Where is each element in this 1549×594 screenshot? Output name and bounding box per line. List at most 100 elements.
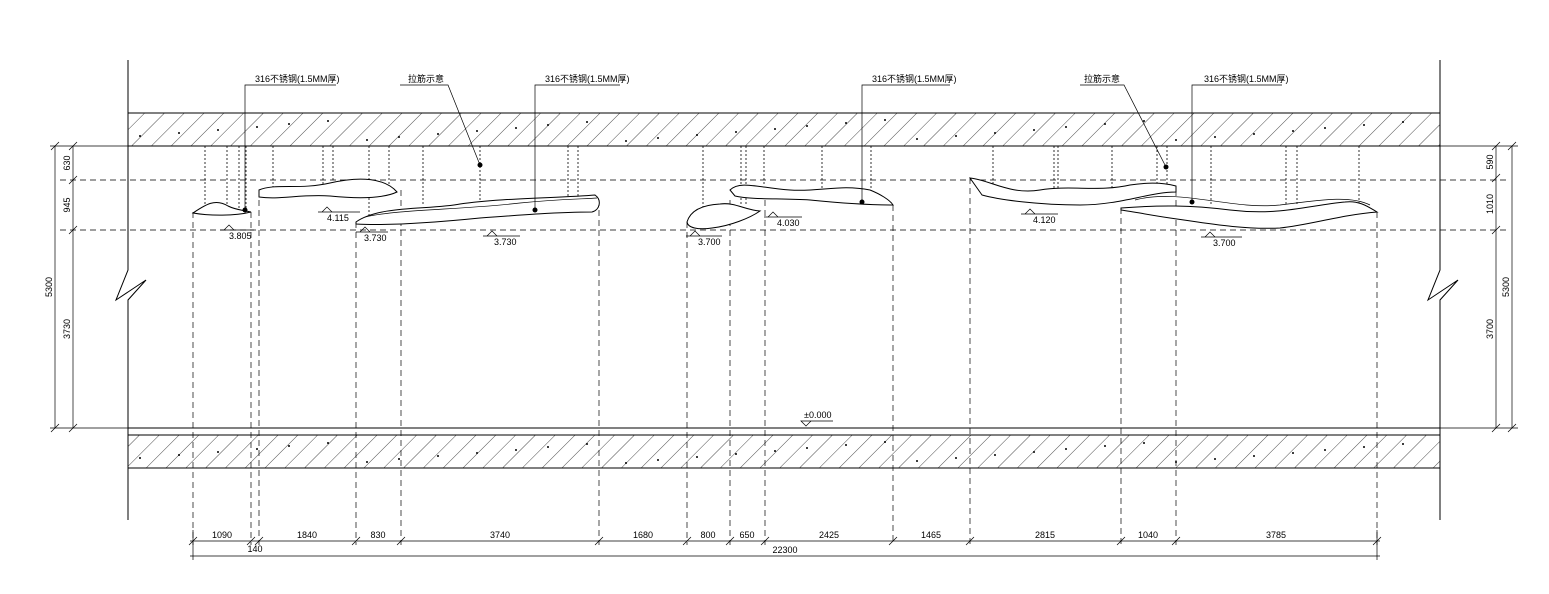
callout-label-6: 316不锈钢(1.5MM厚) xyxy=(1204,73,1289,84)
elevation-marker: 3.805 xyxy=(220,224,254,241)
aggregate-dot xyxy=(1402,443,1404,445)
aggregate-dot xyxy=(774,128,776,130)
aggregate-dot xyxy=(1065,126,1067,128)
left-dim-945: 945 xyxy=(62,197,72,212)
aggregate-dot xyxy=(256,126,258,128)
aggregate-dot xyxy=(657,137,659,139)
walls xyxy=(114,60,1459,520)
aggregate-dot xyxy=(256,448,258,450)
right-dim-1010: 1010 xyxy=(1485,194,1495,214)
dim-1040: 1040 xyxy=(1138,530,1158,540)
aggregate-dot xyxy=(1033,129,1035,131)
aggregate-dot xyxy=(217,129,219,131)
elevation-marker: 3.730 xyxy=(483,230,520,247)
aggregate-dot xyxy=(366,139,368,141)
aggregate-dot xyxy=(1143,120,1145,122)
dim-830: 830 xyxy=(370,530,385,540)
dimension-tick xyxy=(594,536,604,546)
aggregate-dot xyxy=(288,445,290,447)
aggregate-dot xyxy=(845,122,847,124)
dimension-tick xyxy=(965,536,975,546)
wave-panels xyxy=(191,177,1379,230)
dimension-tick xyxy=(888,536,898,546)
aggregate-dot xyxy=(1214,458,1216,460)
dim-800: 800 xyxy=(700,530,715,540)
aggregate-dot xyxy=(1363,124,1365,126)
aggregate-dot xyxy=(437,133,439,135)
aggregate-dot xyxy=(515,449,517,451)
dimension-tick xyxy=(396,536,406,546)
elevation-marker: 4.120 xyxy=(1021,208,1058,225)
floor-level-label: ±0.000 xyxy=(804,410,831,420)
elevation-label: 3.700 xyxy=(698,237,721,247)
dimension-tick xyxy=(760,536,770,546)
aggregate-dot xyxy=(1363,446,1365,448)
aggregate-dot xyxy=(1324,127,1326,129)
elevation-marker: 3.700 xyxy=(686,230,722,247)
aggregate-dot xyxy=(366,461,368,463)
aggregate-dot xyxy=(625,140,627,142)
aggregate-dot xyxy=(178,132,180,134)
aggregate-dot xyxy=(476,452,478,454)
left-dim-3730: 3730 xyxy=(62,319,72,339)
dimension-tick xyxy=(682,536,692,546)
callouts: 316不锈钢(1.5MM厚) 拉筋示意 316不锈钢(1.5MM厚) 316不锈… xyxy=(242,73,1289,213)
aggregate-dot xyxy=(1065,448,1067,450)
floor-slab xyxy=(127,427,1441,469)
aggregate-dot xyxy=(884,441,886,443)
elevation-markers: 3.805 4.115 3.730 3.730 3.700 4.030 4.12… xyxy=(220,206,1242,427)
aggregate-dot xyxy=(476,130,478,132)
elevation-label: 4.030 xyxy=(777,218,800,228)
aggregate-dot xyxy=(806,125,808,127)
aggregate-dot xyxy=(327,120,329,122)
dimension-tick xyxy=(351,536,361,546)
callout-dot xyxy=(1189,199,1195,205)
callout-label-1: 316不锈钢(1.5MM厚) xyxy=(255,73,340,84)
right-dim-5300: 5300 xyxy=(1501,277,1511,297)
dim-650: 650 xyxy=(739,530,754,540)
callout-dot xyxy=(859,199,865,205)
dimension-tick xyxy=(725,536,735,546)
aggregate-dot xyxy=(327,442,329,444)
callout-label-4: 316不锈钢(1.5MM厚) xyxy=(872,73,957,84)
dim-3740: 3740 xyxy=(490,530,510,540)
aggregate-dot xyxy=(845,444,847,446)
dimension-tick xyxy=(188,536,198,546)
aggregate-dot xyxy=(586,121,588,123)
aggregate-dot xyxy=(398,458,400,460)
aggregate-dot xyxy=(916,138,918,140)
aggregate-dot xyxy=(1324,449,1326,451)
elevation-label: 3.730 xyxy=(364,233,387,243)
aggregate-dot xyxy=(735,453,737,455)
elevation-marker: 4.115 xyxy=(318,206,360,223)
left-dimensions: 630 945 5300 3730 xyxy=(44,141,128,433)
aggregate-dot xyxy=(1292,130,1294,132)
aggregate-dot xyxy=(398,136,400,138)
aggregate-dot xyxy=(515,127,517,129)
callout-label-2: 拉筋示意 xyxy=(408,73,444,84)
aggregate-dot xyxy=(547,446,549,448)
aggregate-dot xyxy=(1402,121,1404,123)
aggregate-dot xyxy=(994,132,996,134)
elevation-label: 4.120 xyxy=(1033,215,1056,225)
aggregate-dot xyxy=(139,135,141,137)
dim-1090: 1090 xyxy=(212,530,232,540)
dimension-tick xyxy=(254,536,264,546)
aggregate-dot xyxy=(1104,123,1106,125)
aggregate-dot xyxy=(139,457,141,459)
aggregate-dot xyxy=(217,451,219,453)
right-dim-3700: 3700 xyxy=(1485,319,1495,339)
dimension-tick xyxy=(1171,536,1181,546)
aggregate-dot xyxy=(547,124,549,126)
aggregate-dot xyxy=(1214,136,1216,138)
aggregate-dot xyxy=(774,450,776,452)
right-dim-590: 590 xyxy=(1485,154,1495,169)
ceiling-slab xyxy=(127,112,1441,147)
callout-label-3: 316不锈钢(1.5MM厚) xyxy=(545,73,630,84)
elevation-marker: 3.730 xyxy=(356,226,388,243)
dim-3785: 3785 xyxy=(1266,530,1286,540)
aggregate-dot xyxy=(1033,451,1035,453)
dim-1840: 1840 xyxy=(297,530,317,540)
projection-lines xyxy=(192,178,1378,545)
